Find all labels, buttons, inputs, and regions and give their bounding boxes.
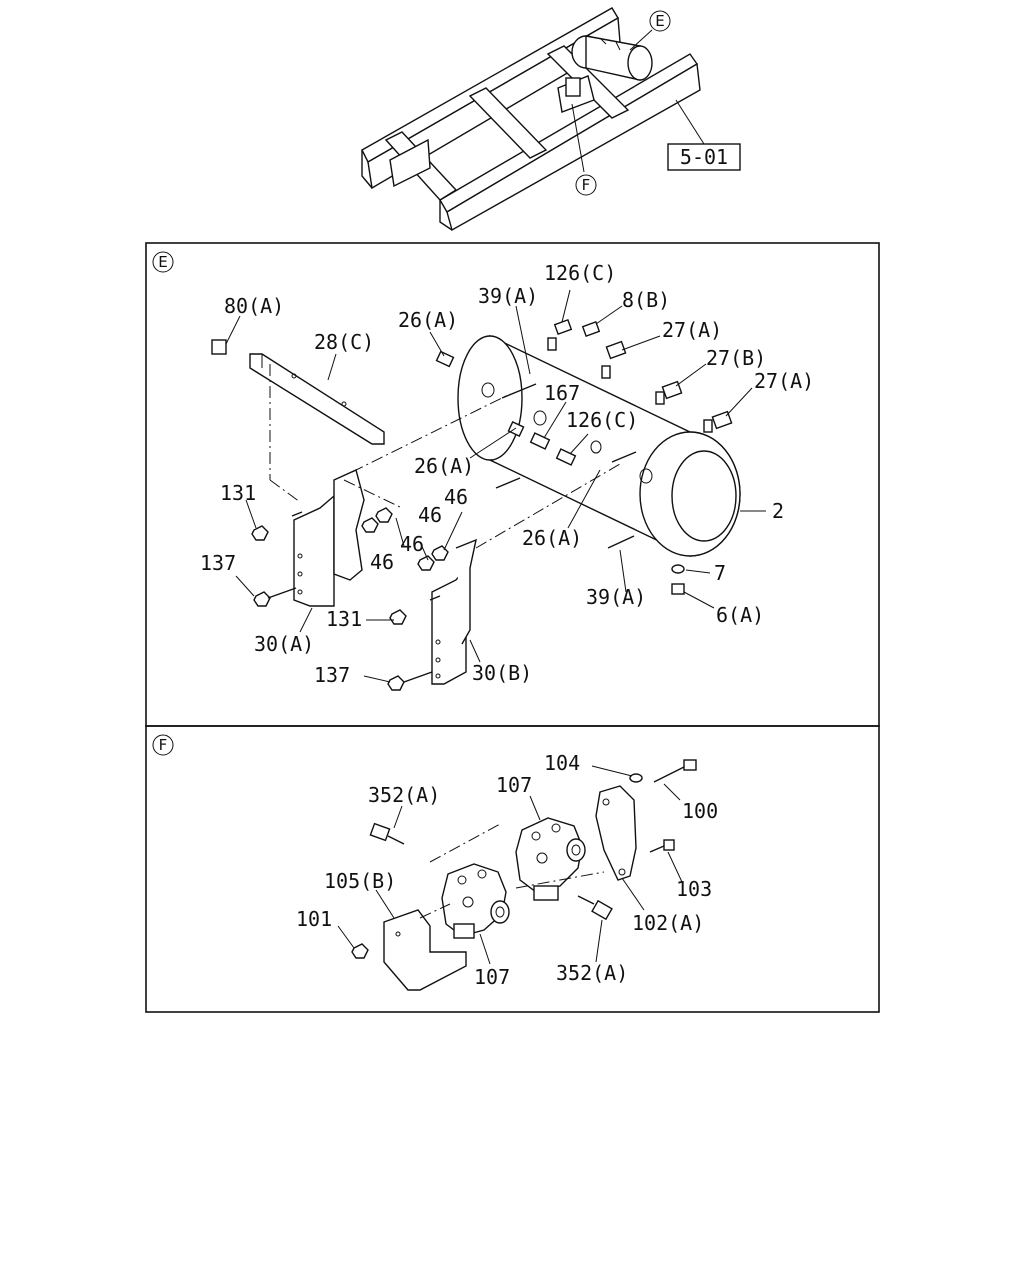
- label-126c-1: 126(C): [544, 261, 616, 285]
- ref-box-5-01: 5-01: [667, 143, 741, 171]
- label-105b: 105(B): [324, 869, 396, 893]
- bracket-105b: [383, 909, 467, 991]
- bracket-102a: [595, 785, 637, 881]
- panel-e-section-marker: E: [152, 251, 174, 273]
- valve-107-lower: [441, 863, 510, 939]
- label-131-2: 131: [326, 607, 362, 631]
- leaders-f: [337, 765, 683, 965]
- label-39a-2: 39(A): [586, 585, 646, 609]
- panel-e-letter: E: [158, 253, 167, 271]
- label-167: 167: [544, 381, 580, 405]
- callout-e-text: E: [655, 12, 664, 30]
- label-107-2: 107: [474, 965, 510, 989]
- label-46-1: 46: [444, 485, 468, 509]
- label-104: 104: [544, 751, 580, 775]
- bracket-30a: [293, 469, 365, 607]
- label-28c: 28(C): [314, 330, 374, 354]
- label-46-3: 46: [400, 532, 424, 556]
- labels-f: 104 352(A) 107 100 103 105(B) 101 102(A)…: [296, 751, 718, 989]
- callout-e-overview: E: [649, 10, 671, 32]
- labels-e: 80(A) 28(C) 26(A) 39(A) 126(C) 8(B) 27(A…: [200, 261, 814, 687]
- label-26a-2: 26(A): [414, 454, 474, 478]
- assembly-lines-f: [419, 823, 605, 919]
- label-107-1: 107: [496, 773, 532, 797]
- label-137-1: 137: [200, 551, 236, 575]
- label-2: 2: [772, 499, 784, 523]
- panel-f-section-marker: F: [152, 734, 174, 756]
- callout-f-overview: F: [575, 174, 597, 196]
- callout-f-text: F: [582, 176, 591, 194]
- label-102a: 102(A): [632, 911, 704, 935]
- label-100: 100: [682, 799, 718, 823]
- panel-f-frame: [145, 725, 880, 1013]
- chassis-overview: [361, 7, 705, 232]
- panel-f-letter: F: [159, 736, 168, 754]
- label-8b: 8(B): [622, 288, 670, 312]
- label-137-2: 137: [314, 663, 350, 687]
- tank-fittings: [435, 319, 733, 595]
- label-352a-2: 352(A): [556, 961, 628, 985]
- label-30b: 30(B): [472, 661, 532, 685]
- label-46-4: 46: [370, 550, 394, 574]
- label-26a-3: 26(A): [522, 526, 582, 550]
- label-80a: 80(A): [224, 294, 284, 318]
- leaders-e: [225, 289, 766, 683]
- label-101: 101: [296, 907, 332, 931]
- bracket-28c: [211, 339, 385, 445]
- label-6a: 6(A): [716, 603, 764, 627]
- valve-107-upper: [515, 817, 586, 901]
- label-126c-2: 126(C): [566, 408, 638, 432]
- label-30a: 30(A): [254, 632, 314, 656]
- label-46-2: 46: [418, 503, 442, 527]
- label-27b: 27(B): [706, 346, 766, 370]
- label-39a-1: 39(A): [478, 284, 538, 308]
- label-131-1: 131: [220, 481, 256, 505]
- label-103: 103: [676, 877, 712, 901]
- label-27a-1: 27(A): [662, 318, 722, 342]
- ref-label: 5-01: [680, 145, 728, 169]
- fasteners-f: [351, 759, 697, 959]
- air-tank: [457, 334, 741, 557]
- label-7: 7: [714, 561, 726, 585]
- bracket-30b: [431, 538, 477, 685]
- label-27a-2: 27(A): [754, 369, 814, 393]
- label-352a-1: 352(A): [368, 783, 440, 807]
- label-26a-1: 26(A): [398, 308, 458, 332]
